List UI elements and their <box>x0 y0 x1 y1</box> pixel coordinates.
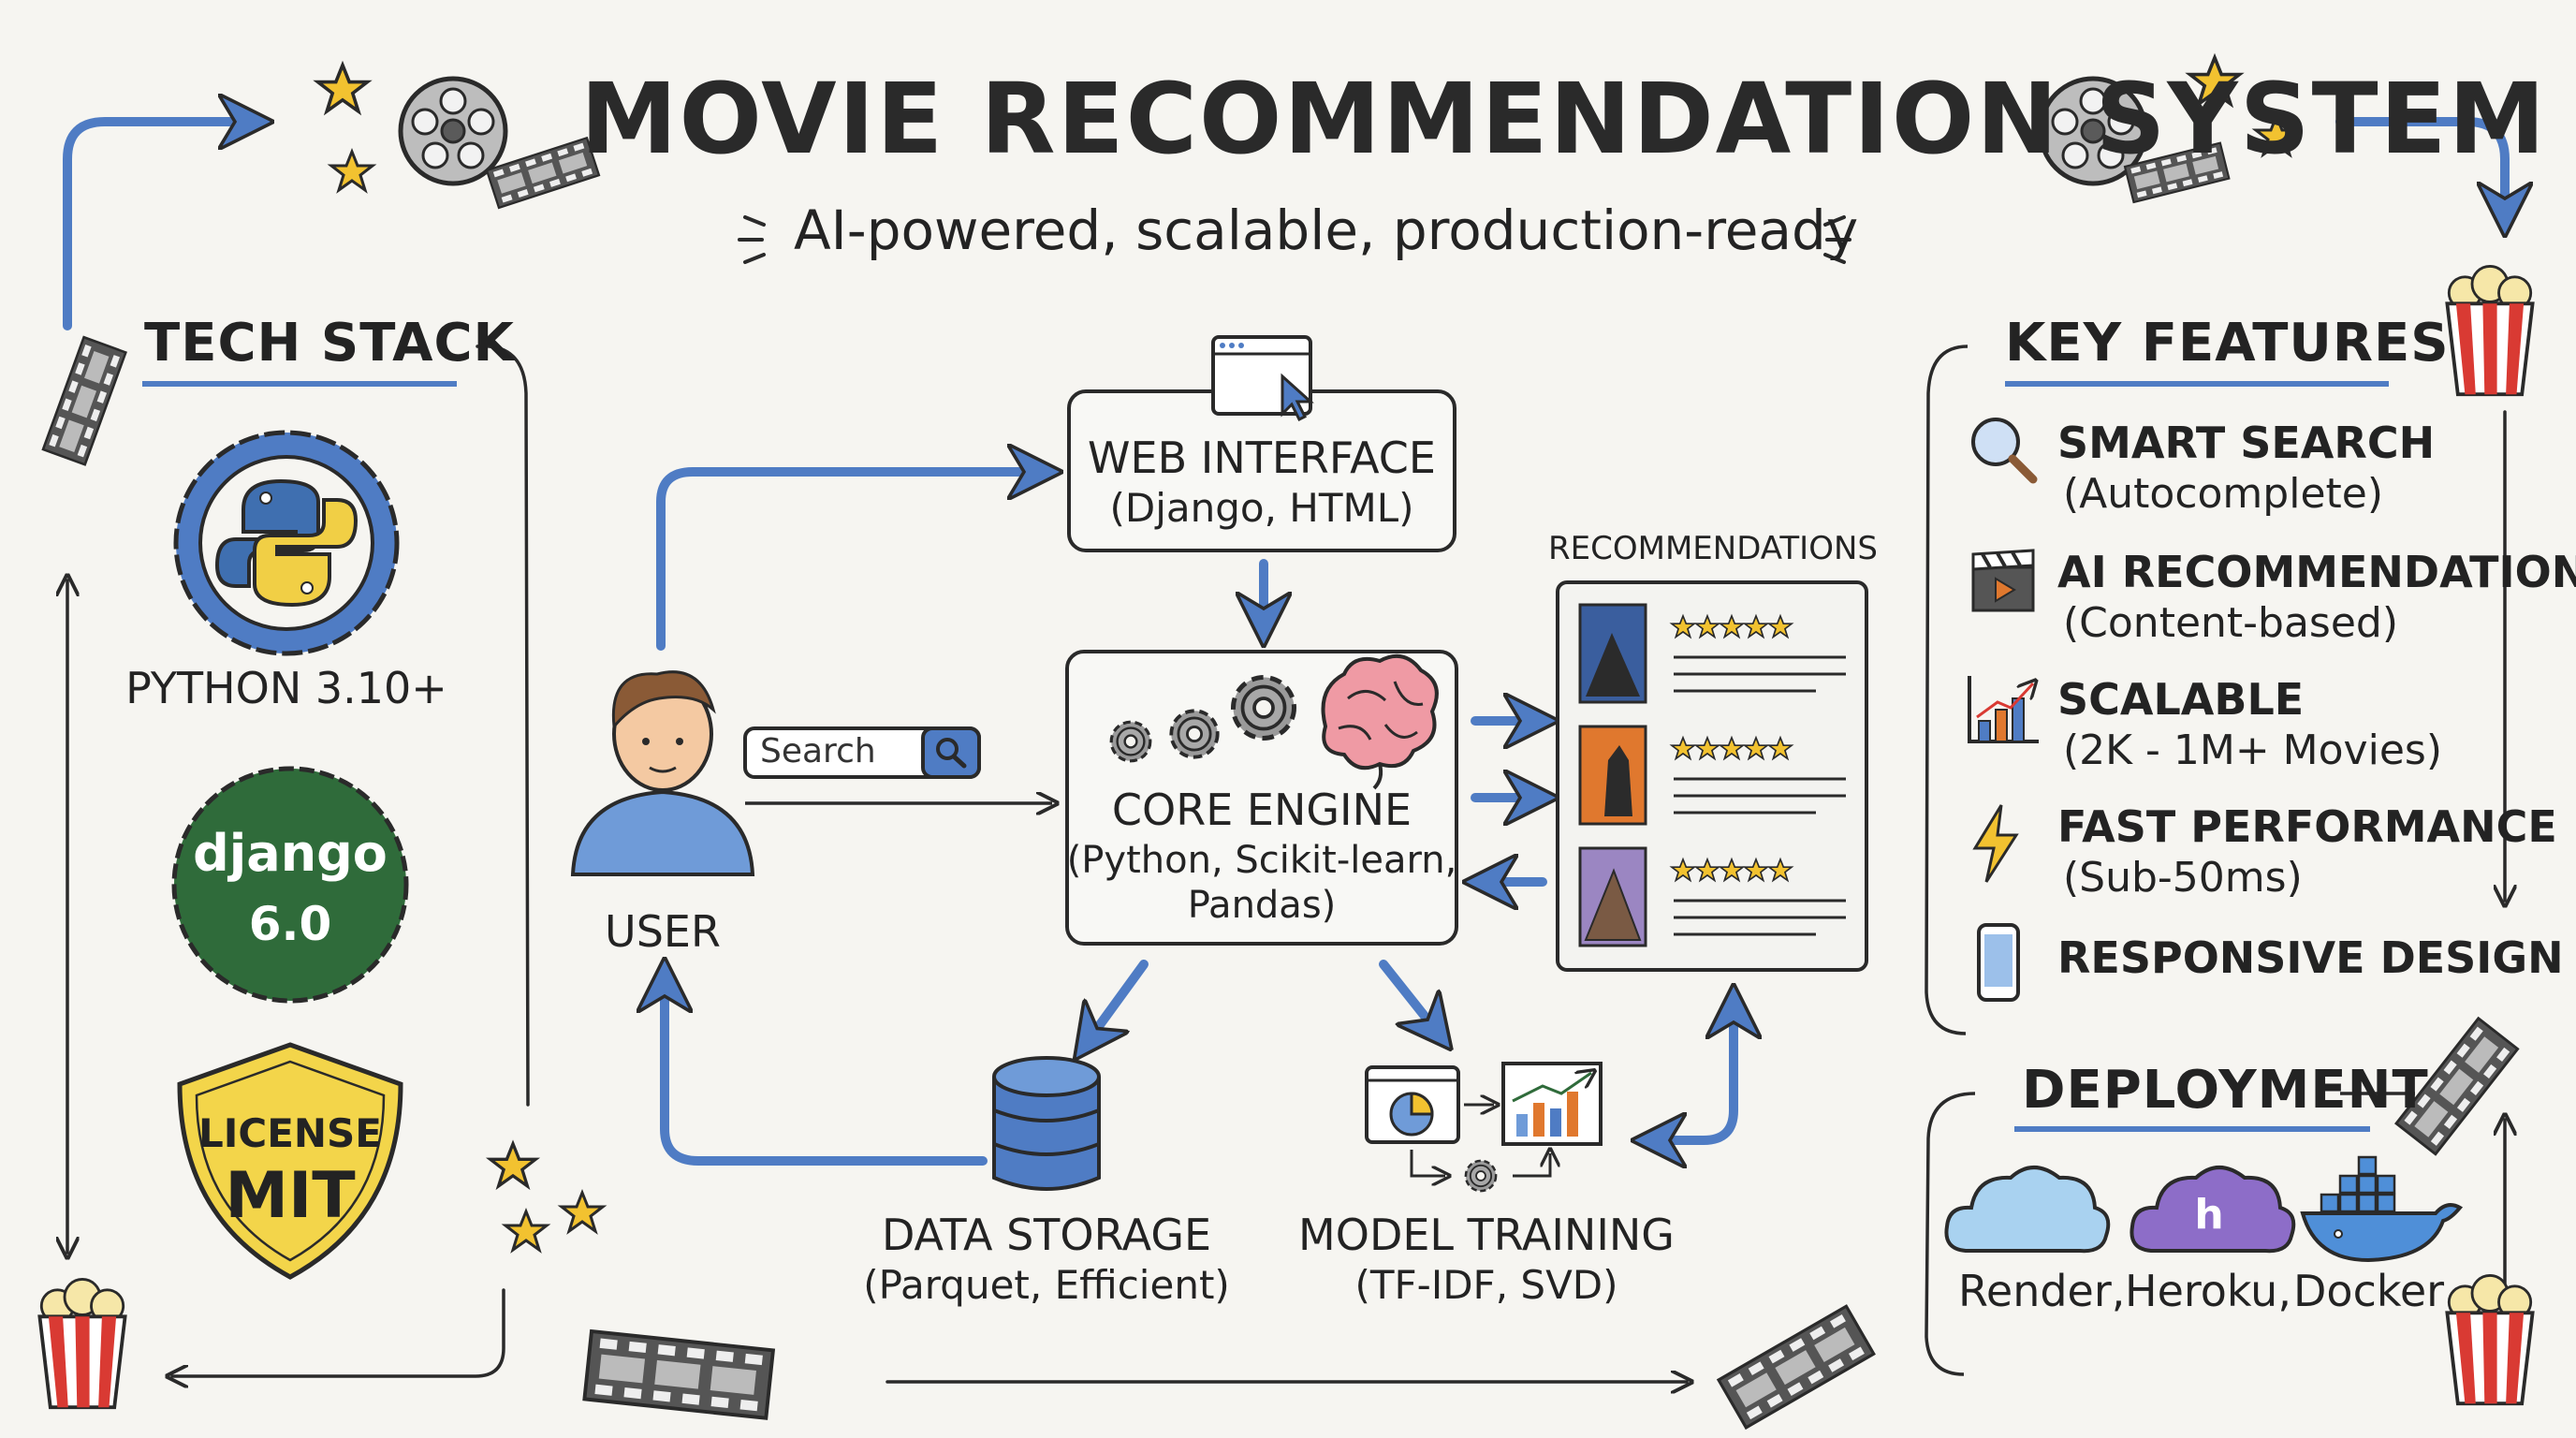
page-title: MOVIE RECOMMENDATION SYSTEM <box>580 62 2548 176</box>
phone-icon <box>1977 923 2020 1002</box>
tech-stack-heading: TECH STACK <box>144 313 515 374</box>
model-training-title: MODEL TRAINING <box>1298 1210 1675 1260</box>
core-engine-sub1: (Python, Scikit-learn, <box>1066 839 1457 882</box>
docker-whale-icon <box>2300 1155 2464 1263</box>
features-bracket <box>1925 345 1969 1035</box>
arrow-core-to-storage <box>1084 960 1149 1047</box>
movie-poster-2 <box>1578 725 1647 826</box>
license-label: LICENSE <box>198 1110 382 1156</box>
clapperboard-icon <box>1971 549 2035 612</box>
subtitle-accents <box>738 215 1852 264</box>
star-icon <box>315 63 370 113</box>
deploy-render: Render, <box>1958 1266 2126 1316</box>
search-icon <box>936 738 959 760</box>
feature-fast-performance-detail: (Sub-50ms) <box>2063 854 2303 902</box>
popcorn-icon <box>2445 264 2535 397</box>
database-icon <box>992 1056 1101 1191</box>
search-placeholder[interactable]: Search <box>760 732 876 770</box>
key-features-heading: KEY FEATURES <box>2005 313 2450 374</box>
star-icon <box>504 1210 549 1252</box>
lightning-icon <box>1972 804 2019 883</box>
browser-window-icon <box>1211 335 1314 422</box>
user-label: USER <box>605 906 721 957</box>
model-training-icon <box>1365 1062 1603 1193</box>
movie-poster-1 <box>1578 603 1647 704</box>
deployment-heading: DEPLOYMENT <box>2022 1060 2429 1121</box>
django-badge <box>171 766 409 1004</box>
heroku-cloud-icon: h <box>2130 1166 2296 1254</box>
feature-scalable-detail: (2K - 1M+ Movies) <box>2063 726 2442 774</box>
render-cloud-icon <box>1944 1166 2111 1254</box>
data-storage-sub: (Parquet, Efficient) <box>863 1262 1230 1308</box>
star-icon <box>489 1142 537 1188</box>
popcorn-icon <box>2445 1273 2535 1406</box>
user-avatar-icon <box>570 670 755 876</box>
python-label: PYTHON 3.10+ <box>125 663 447 713</box>
filmstrip-icon <box>582 1329 775 1420</box>
title-decor-left <box>315 63 601 210</box>
popcorn-icon <box>37 1277 127 1410</box>
license-shield <box>177 1042 403 1280</box>
recommendations-label: RECOMMENDATIONS <box>1548 530 1878 567</box>
web-interface-title: WEB INTERFACE <box>1088 433 1436 483</box>
arrow-top-left <box>63 122 257 330</box>
movie-poster-3 <box>1578 846 1647 947</box>
deploy-docker: Docker <box>2293 1266 2445 1316</box>
python-logo-yellow <box>253 498 359 608</box>
star-icon <box>560 1191 605 1233</box>
data-storage-title: DATA STORAGE <box>881 1210 1212 1260</box>
arrow-user-to-web <box>656 472 1046 651</box>
outer-flow-arrows <box>63 117 2505 330</box>
deploy-heroku: Heroku, <box>2125 1266 2291 1316</box>
django-version: 6.0 <box>248 897 332 951</box>
feature-smart-search-detail: (Autocomplete) <box>2063 470 2384 518</box>
feature-responsive-design: RESPONSIVE DESIGN <box>2057 932 2564 983</box>
heroku-glyph: h <box>2194 1191 2223 1239</box>
arrow-training-recs <box>1647 1000 1734 1140</box>
model-training-sub: (TF-IDF, SVD) <box>1354 1262 1618 1308</box>
feature-scalable: SCALABLE <box>2057 674 2305 725</box>
feature-ai-recommendations-detail: (Content-based) <box>2063 599 2399 647</box>
feature-ai-recommendations: AI RECOMMENDATIONS <box>2057 547 2576 597</box>
center-flow-arrows <box>661 472 1734 1161</box>
brain-icon <box>1321 653 1439 790</box>
film-reel-icon <box>401 79 505 183</box>
deployment-bracket <box>1925 1092 1976 1376</box>
filmstrip-icon <box>41 335 127 466</box>
django-wordmark: django <box>193 824 388 883</box>
arrow-top-right <box>2335 117 2505 221</box>
feature-smart-search: SMART SEARCH <box>2057 418 2436 468</box>
outer-loop-lines <box>67 345 2505 1382</box>
magnifier-icon <box>1971 418 2038 484</box>
core-engine-title: CORE ENGINE <box>1111 785 1412 835</box>
feature-fast-performance: FAST PERFORMANCE <box>2057 801 2557 852</box>
core-engine-sub2: Pandas) <box>1187 884 1337 927</box>
web-interface-sub: (Django, HTML) <box>1109 485 1414 531</box>
page-subtitle: AI-powered, scalable, production-ready <box>794 198 1859 262</box>
license-name: MIT <box>225 1159 356 1233</box>
search-bar[interactable] <box>743 726 981 779</box>
bar-chart-icon <box>1968 676 2039 743</box>
recommendations-panel <box>1556 580 1868 972</box>
python-badge <box>173 430 400 656</box>
star-icon <box>329 150 374 192</box>
arrow-core-to-training <box>1379 960 1442 1037</box>
filmstrip-icon <box>1717 1304 1876 1430</box>
arrow-storage-to-user <box>665 974 988 1166</box>
